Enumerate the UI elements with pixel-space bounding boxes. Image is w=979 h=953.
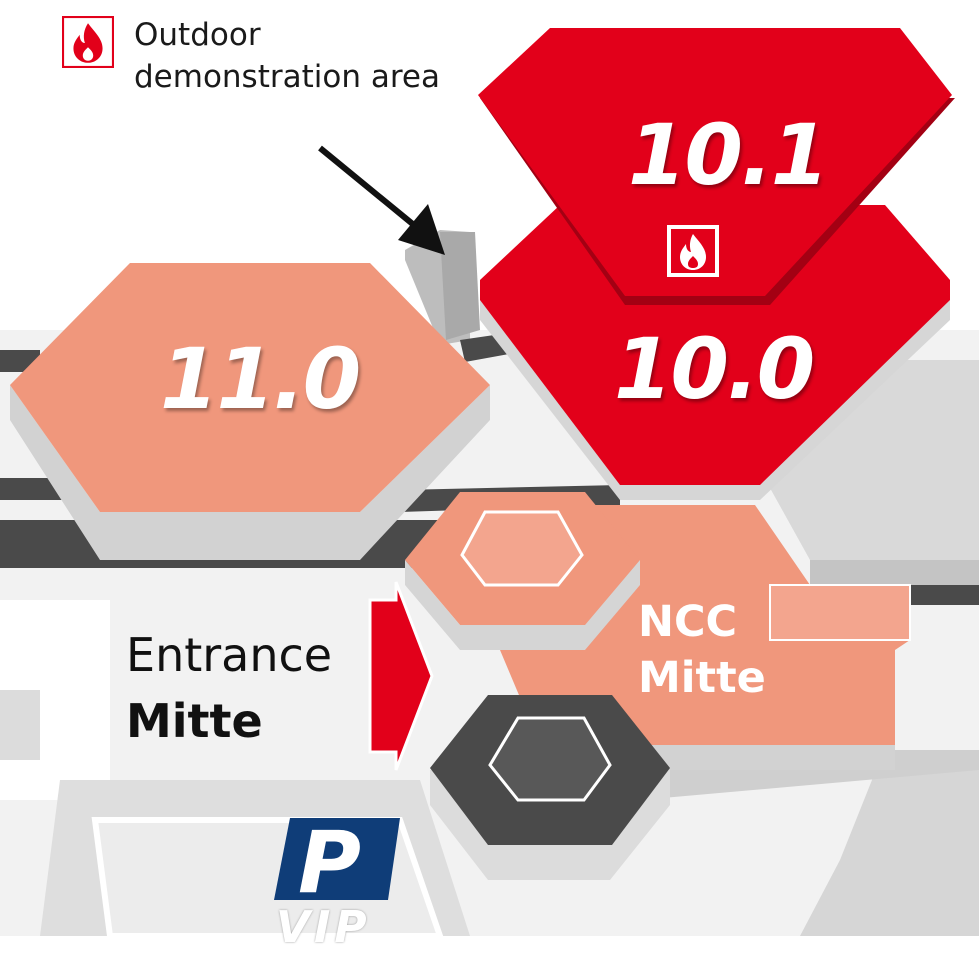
pointer-arrow-head xyxy=(398,204,445,255)
legend-line-2: demonstration area xyxy=(134,59,440,95)
hall-10-1[interactable] xyxy=(478,28,955,305)
hall-10-1-label: 10.1 xyxy=(628,106,829,204)
entrance-label-line-1: Entrance xyxy=(126,628,333,682)
dark-hex-inner xyxy=(488,716,612,802)
pointer-arrow-line xyxy=(318,145,422,233)
hall-10-0-top xyxy=(480,205,950,485)
grey-pillar-face xyxy=(440,232,480,340)
ncc-label-line-2: Mitte xyxy=(638,653,766,703)
parking-sign-bg xyxy=(274,818,400,900)
ncc-hex-side xyxy=(405,560,640,650)
hall-10-0-label: 10.0 xyxy=(614,320,815,418)
entrance-label: Entrance Mitte xyxy=(126,622,332,754)
legend-line-1: Outdoor xyxy=(134,17,261,53)
walkway-left-slab xyxy=(0,690,40,760)
legend: Outdoor demonstration area xyxy=(62,14,440,98)
legend-text: Outdoor demonstration area xyxy=(134,14,440,98)
entrance-arrow xyxy=(368,581,434,771)
parking-vip-label: VIP xyxy=(276,902,371,953)
road-far-right xyxy=(905,585,979,605)
pointer-arrow xyxy=(318,145,445,255)
fire-icon xyxy=(62,16,114,68)
fire-icon-flame xyxy=(680,234,706,270)
parking-sign: P xyxy=(274,813,400,913)
hall-10-0[interactable] xyxy=(480,205,950,500)
entrance-arrow-shape xyxy=(368,581,434,771)
hall-10-1-top xyxy=(478,28,952,296)
hall-11-0-top xyxy=(10,263,490,512)
ncc-hex-inner xyxy=(460,510,584,587)
entrance-label-line-2: Mitte xyxy=(126,694,263,748)
hall-11-0-side xyxy=(10,385,490,560)
dark-hexagon-structure xyxy=(430,695,670,880)
parking-symbol: P xyxy=(298,813,361,913)
ncc-mitte-label: NCC Mitte xyxy=(638,594,766,706)
ncc-label-line-1: NCC xyxy=(638,597,738,647)
hall-11-0-label: 11.0 xyxy=(160,330,361,428)
right-block-bottom xyxy=(800,760,979,936)
ncc-mitte-step xyxy=(769,584,911,641)
fire-icon xyxy=(667,225,719,277)
hall-11-0[interactable] xyxy=(10,263,490,560)
